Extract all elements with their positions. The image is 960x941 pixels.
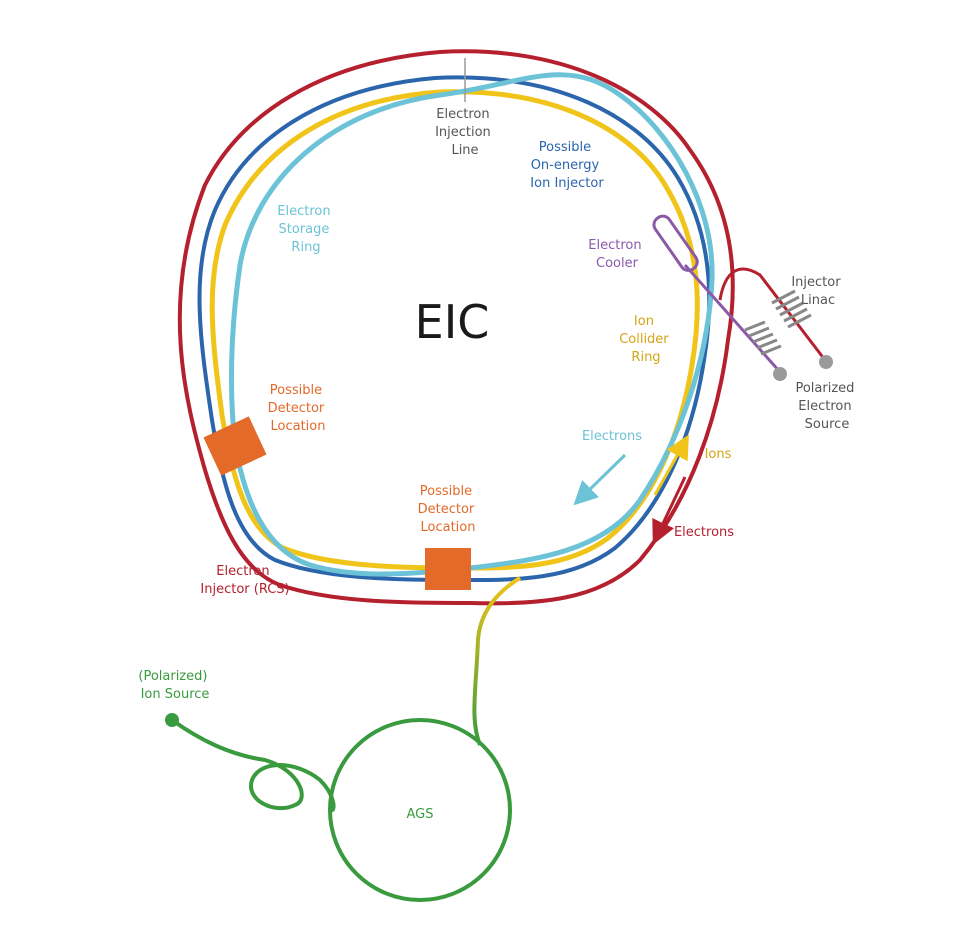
- ion-injector-ring: [197, 75, 712, 583]
- electrons-outer-arrow: [652, 476, 687, 545]
- electron-storage-ring: [228, 72, 715, 577]
- eic-title: EIC: [415, 295, 490, 349]
- label-ions: Ions: [705, 447, 732, 462]
- electron-cooler: [652, 214, 699, 272]
- label-detector-bottom: Possible Detector Location: [418, 484, 479, 535]
- cooler-coil: [744, 320, 782, 356]
- ion-feed-line: [472, 576, 522, 746]
- label-polarized-electron-source: Polarized Electron Source: [795, 381, 858, 432]
- polarized-electron-source-node: [819, 355, 833, 369]
- label-ion-source: (Polarized) Ion Source: [138, 669, 211, 702]
- ion-source-line: [170, 718, 336, 812]
- label-electrons-inner: Electrons: [582, 429, 642, 444]
- label-electron-injection-line: Electron Injection Line: [435, 107, 495, 158]
- label-ion-injector: Possible On-energy Ion Injector: [530, 140, 604, 191]
- label-detector-left: Possible Detector Location: [268, 383, 329, 434]
- electrons-inner-arrow: [573, 453, 627, 506]
- label-ags: AGS: [407, 807, 434, 822]
- label-ion-collider-ring: Ion Collider Ring: [619, 314, 673, 365]
- ags-ring: [328, 718, 512, 902]
- label-rcs: Electron Injector (RCS): [200, 564, 289, 597]
- linac-coil: [771, 289, 812, 329]
- injector-linac-line: [718, 267, 827, 361]
- label-electrons-outer: Electrons: [674, 525, 734, 540]
- detector-left: [203, 416, 267, 476]
- label-electron-storage-ring: Electron Storage Ring: [277, 204, 334, 255]
- label-injector-linac: Injector Linac: [791, 275, 844, 308]
- label-electron-cooler: Electron Cooler: [588, 238, 645, 271]
- ions-arrow: [653, 434, 689, 496]
- cooler-source-node: [773, 367, 787, 381]
- ion-source-node: [165, 713, 179, 727]
- detector-bottom: [425, 548, 471, 590]
